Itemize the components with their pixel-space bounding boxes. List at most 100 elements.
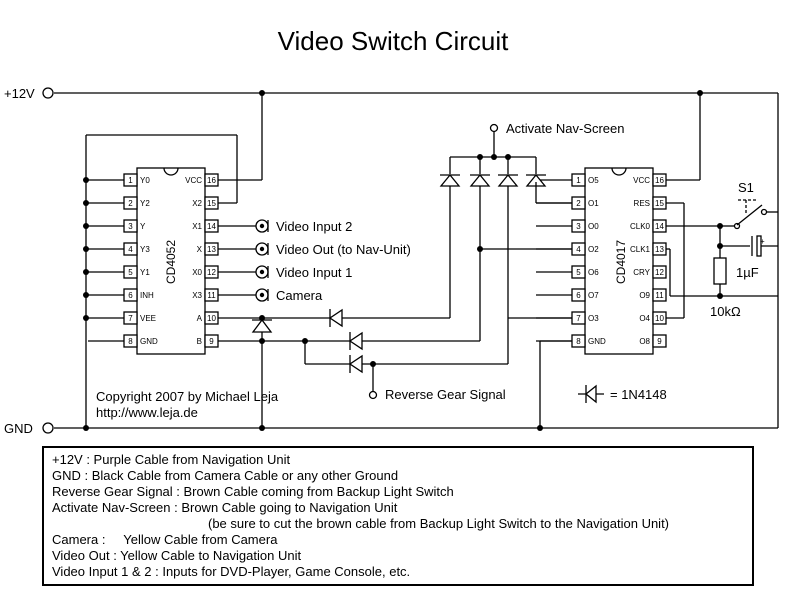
chip1-pin-name: Y0 <box>140 176 150 185</box>
legend-line: (be sure to cut the brown cable from Bac… <box>208 516 670 531</box>
chip2-pin-number: 11 <box>655 291 664 300</box>
diode-legend-text: = 1N4148 <box>610 387 667 402</box>
chip1-pin-box <box>123 196 138 210</box>
chip2-pin-name: O1 <box>588 199 599 208</box>
chip2-pin-number: 12 <box>655 268 664 277</box>
capacitor-label: 1µF <box>736 265 759 280</box>
resistor: 10kΩ <box>710 226 741 319</box>
chip2-pin-name: O5 <box>588 176 599 185</box>
chip1-pin-name: X0 <box>192 268 202 277</box>
chip2-pin-number: 10 <box>655 314 664 323</box>
chip1-pin-number: 2 <box>128 199 133 208</box>
chip2-pin-name: GND <box>588 337 606 346</box>
legend-line: Reverse Gear Signal : Brown Cable coming… <box>52 484 454 499</box>
chip1-pin-number: 3 <box>128 222 133 231</box>
chip2-pin-box <box>652 288 667 302</box>
chip2-pin-number: 2 <box>576 199 581 208</box>
chip1-pin-name: Y2 <box>140 199 150 208</box>
chip2-pin-number: 3 <box>576 222 581 231</box>
legend-box: +12V : Purple Cable from Navigation Unit… <box>42 446 754 586</box>
chip1-pin-number: 13 <box>207 245 216 254</box>
connector-label: Video Input 1 <box>276 265 352 280</box>
activate-nav-label: Activate Nav-Screen <box>506 121 625 136</box>
chip2-pin-name: CLK0 <box>630 222 651 231</box>
chip1-pin-name: GND <box>140 337 158 346</box>
chip1-pin-name: X1 <box>192 222 202 231</box>
chip2-pin-number: 8 <box>576 337 581 346</box>
chip1-pin-name: X2 <box>192 199 202 208</box>
junction-dots <box>83 90 723 431</box>
diagram-title: Video Switch Circuit <box>278 26 510 56</box>
chip1-pin-number: 1 <box>128 176 133 185</box>
chip2-pin-number: 15 <box>655 199 664 208</box>
connector-label: Video Input 2 <box>276 219 352 234</box>
chip2-pin-box <box>571 288 586 302</box>
chip1-name: CD4052 <box>164 240 178 284</box>
chip1-pin-name: A <box>197 314 203 323</box>
chip2-pin-box <box>652 265 667 279</box>
chip1-pin-name: INH <box>140 291 154 300</box>
url: http://www.leja.de <box>96 405 198 420</box>
v12-terminal <box>42 87 54 99</box>
diode-b-line <box>348 331 480 351</box>
gnd-label: GND <box>4 421 33 436</box>
legend-line: GND : Black Cable from Camera Cable or a… <box>52 468 399 483</box>
chip2-pin-name: O7 <box>588 291 599 300</box>
legend-line: Camera : Yellow Cable from Camera <box>52 532 278 547</box>
chip1-pin-name: Y1 <box>140 268 150 277</box>
chip2-pin-number: 7 <box>576 314 581 323</box>
diode-a-line <box>328 308 450 328</box>
chip1-pin-name: VEE <box>140 314 156 323</box>
chip2-pin-name: O4 <box>639 314 650 323</box>
diode-icon <box>439 173 461 187</box>
capacitor: + 1µF <box>720 235 778 280</box>
v12-label: +12V <box>4 86 35 101</box>
chip2-pin-number: 5 <box>576 268 581 277</box>
chip1-pin-box <box>123 311 138 325</box>
chip2-pin-name: RES <box>634 199 650 208</box>
gnd-terminal <box>42 422 54 434</box>
chip1-pin-number: 10 <box>207 314 216 323</box>
chip2-name: CD4017 <box>614 240 628 284</box>
chip2-pin-box <box>571 219 586 233</box>
chip2-pin-number: 16 <box>655 176 664 185</box>
chip2-pin-name: O3 <box>588 314 599 323</box>
connector-label: Camera <box>276 288 323 303</box>
legend-line: Video Input 1 & 2 : Inputs for DVD-Playe… <box>52 564 411 579</box>
diode-chip1 <box>251 318 273 333</box>
chip1-pin-name: VCC <box>185 176 202 185</box>
chip2-pin-name: O6 <box>588 268 599 277</box>
legend-line: Activate Nav-Screen : Brown Cable going … <box>52 500 398 515</box>
diode-icon <box>497 173 519 187</box>
chip1-pin-box <box>123 173 138 187</box>
chip1-pin-name: Y3 <box>140 245 150 254</box>
chip1-pin-name: X <box>197 245 203 254</box>
legend-line: +12V : Purple Cable from Navigation Unit <box>52 452 291 467</box>
resistor-label: 10kΩ <box>710 304 741 319</box>
chip1-pin-number: 6 <box>128 291 133 300</box>
chip2-pin-name: O0 <box>588 222 599 231</box>
chip1-pin-name: B <box>197 337 202 346</box>
chip1-pin-name: X3 <box>192 291 202 300</box>
chip1-pin-number: 8 <box>128 337 133 346</box>
diode-icon <box>469 173 491 187</box>
chip2-pin-name: O8 <box>639 337 650 346</box>
chip1-pin-number: 12 <box>207 268 216 277</box>
chip1-pin-box <box>123 242 138 256</box>
chip2-pin-name: O9 <box>639 291 650 300</box>
reverse-gear-label: Reverse Gear Signal <box>385 387 506 402</box>
chip1-pin-name: Y <box>140 222 146 231</box>
copyright: Copyright 2007 by Michael Leja <box>96 389 279 404</box>
diode-combined <box>304 341 508 374</box>
capacitor-plus: + <box>760 237 765 246</box>
chip1-pin-number: 7 <box>128 314 133 323</box>
diode-legend-symbol: = 1N4148 <box>578 384 667 404</box>
chip1-pin-number: 15 <box>207 199 216 208</box>
chip1-pin-number: 4 <box>128 245 133 254</box>
chip2-pin-box <box>652 334 667 348</box>
chip2-pin-number: 9 <box>657 337 662 346</box>
